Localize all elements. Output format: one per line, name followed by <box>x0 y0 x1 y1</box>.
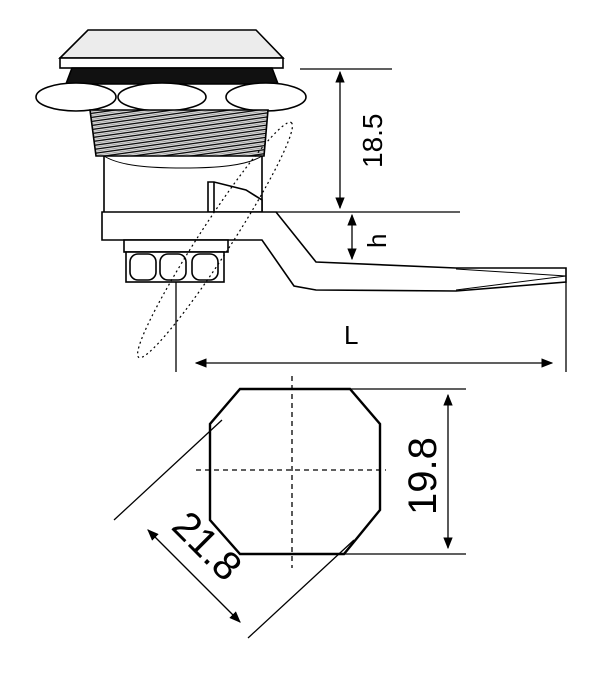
stop-tab <box>207 181 263 213</box>
cam-spacer <box>123 239 229 253</box>
dimension-height <box>276 68 460 213</box>
length-dim-label: L <box>344 320 358 350</box>
hex-nut <box>125 251 225 283</box>
height-dim-label: 18.5 <box>357 114 388 169</box>
dimension-cutout-width <box>113 419 355 639</box>
lock-side-view <box>35 29 567 359</box>
cam-rotation-path <box>136 121 294 359</box>
offset-dim-label: h <box>362 234 392 248</box>
dimension-length <box>175 282 567 372</box>
cam-arm <box>101 211 567 292</box>
cutout-height-dim-label: 19.8 <box>401 437 445 515</box>
lock-face-cap <box>58 29 285 85</box>
threaded-body <box>89 109 269 157</box>
dimension-cutout-height <box>340 388 466 555</box>
mounting-nut-lobes <box>35 82 307 112</box>
